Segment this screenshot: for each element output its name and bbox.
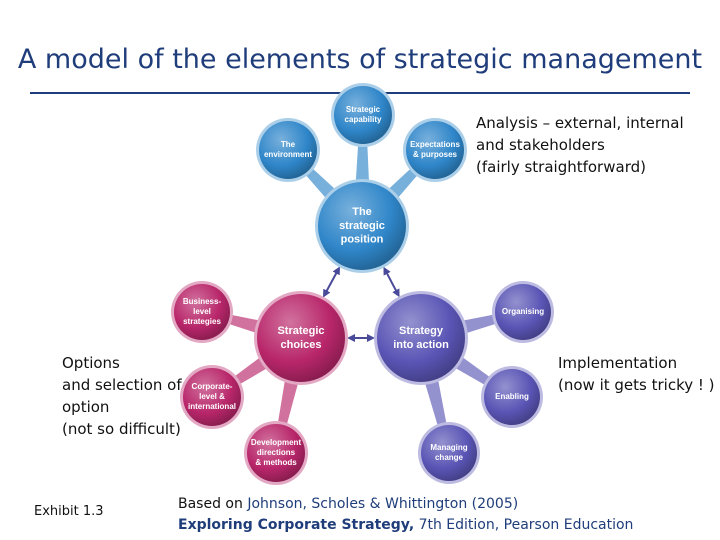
node-circle — [484, 369, 540, 425]
implementation-note: Implementation (now it gets tricky ! ) — [558, 352, 715, 396]
node-circle — [421, 425, 477, 481]
node-organising: Organising — [492, 281, 554, 343]
node-label: Strategic — [346, 105, 381, 114]
source-citation: Based on Johnson, Scholes & Whittington … — [178, 494, 633, 536]
node-label: strategies — [183, 317, 221, 326]
diagram-arrow — [383, 266, 400, 298]
node-corporate-level-international: Corporate-level &international — [180, 365, 244, 429]
node-label: change — [435, 453, 464, 462]
node-label: level & — [199, 392, 225, 401]
options-note-line: and selection of — [62, 376, 182, 394]
node-label: The — [352, 206, 372, 218]
implementation-note-line: Implementation — [558, 354, 678, 372]
node-label: level — [193, 307, 211, 316]
node-label: environment — [264, 150, 312, 159]
node-circle — [183, 368, 241, 426]
exhibit-label: Exhibit 1.3 — [34, 504, 104, 519]
node-label: position — [341, 234, 384, 246]
node-label: international — [188, 402, 236, 411]
options-note-line: (not so difficult) — [62, 420, 181, 438]
analysis-note-line: and stakeholders — [476, 136, 605, 154]
options-note-line: option — [62, 398, 110, 416]
node-strategic-position: The strategic position — [315, 179, 409, 273]
node-strategy-into-action: Strategy into action — [374, 291, 468, 385]
node-enabling: Enabling — [481, 366, 543, 428]
node-label: & purposes — [413, 150, 458, 159]
analysis-note-line: (fairly straightforward) — [476, 158, 646, 176]
node-label: The — [281, 140, 296, 149]
options-note-line: Options — [62, 354, 120, 372]
node-circle — [406, 121, 464, 179]
node-circle — [259, 121, 317, 179]
source-edition: 7th Edition, Pearson Education — [414, 517, 634, 533]
node-label: Strategy — [399, 325, 444, 337]
node-circle — [377, 294, 465, 382]
source-authors: Johnson, Scholes & Whittington (2005) — [247, 496, 519, 512]
node-circle — [495, 284, 551, 340]
node-label: Corporate- — [192, 382, 233, 391]
source-book-title: Exploring Corporate Strategy, — [178, 517, 415, 533]
node-label: capability — [345, 115, 382, 124]
node-label: & methods — [255, 458, 297, 467]
node-label: Enabling — [495, 392, 529, 401]
node-label: Managing — [430, 443, 467, 452]
node-label: Expectations — [410, 140, 460, 149]
diagram-arrow — [323, 266, 340, 298]
node-label: into action — [393, 339, 449, 351]
node-circle — [257, 294, 345, 382]
options-note: Options and selection of option (not so … — [62, 352, 182, 440]
analysis-note: Analysis – external, internal and stakeh… — [476, 112, 684, 178]
node-label: Organising — [502, 307, 544, 316]
node-label: Strategic — [277, 325, 324, 337]
node-strategic-choices: Strategic choices — [254, 291, 348, 385]
node-label: directions — [257, 448, 296, 457]
node-circle — [318, 182, 406, 270]
node-circle — [334, 86, 392, 144]
page-title: A model of the elements of strategic man… — [17, 44, 703, 75]
node-label: choices — [281, 339, 322, 351]
node-expectations-purposes: Expectations& purposes — [403, 118, 467, 182]
analysis-note-line: Analysis – external, internal — [476, 114, 684, 132]
node-label: Business- — [183, 297, 222, 306]
node-circle — [174, 284, 230, 340]
implementation-note-line: (now it gets tricky ! ) — [558, 376, 715, 394]
node-label: Development — [251, 438, 302, 447]
node-label: strategic — [339, 220, 385, 232]
node-circle — [247, 424, 305, 482]
source-prefix: Based on — [178, 496, 248, 512]
